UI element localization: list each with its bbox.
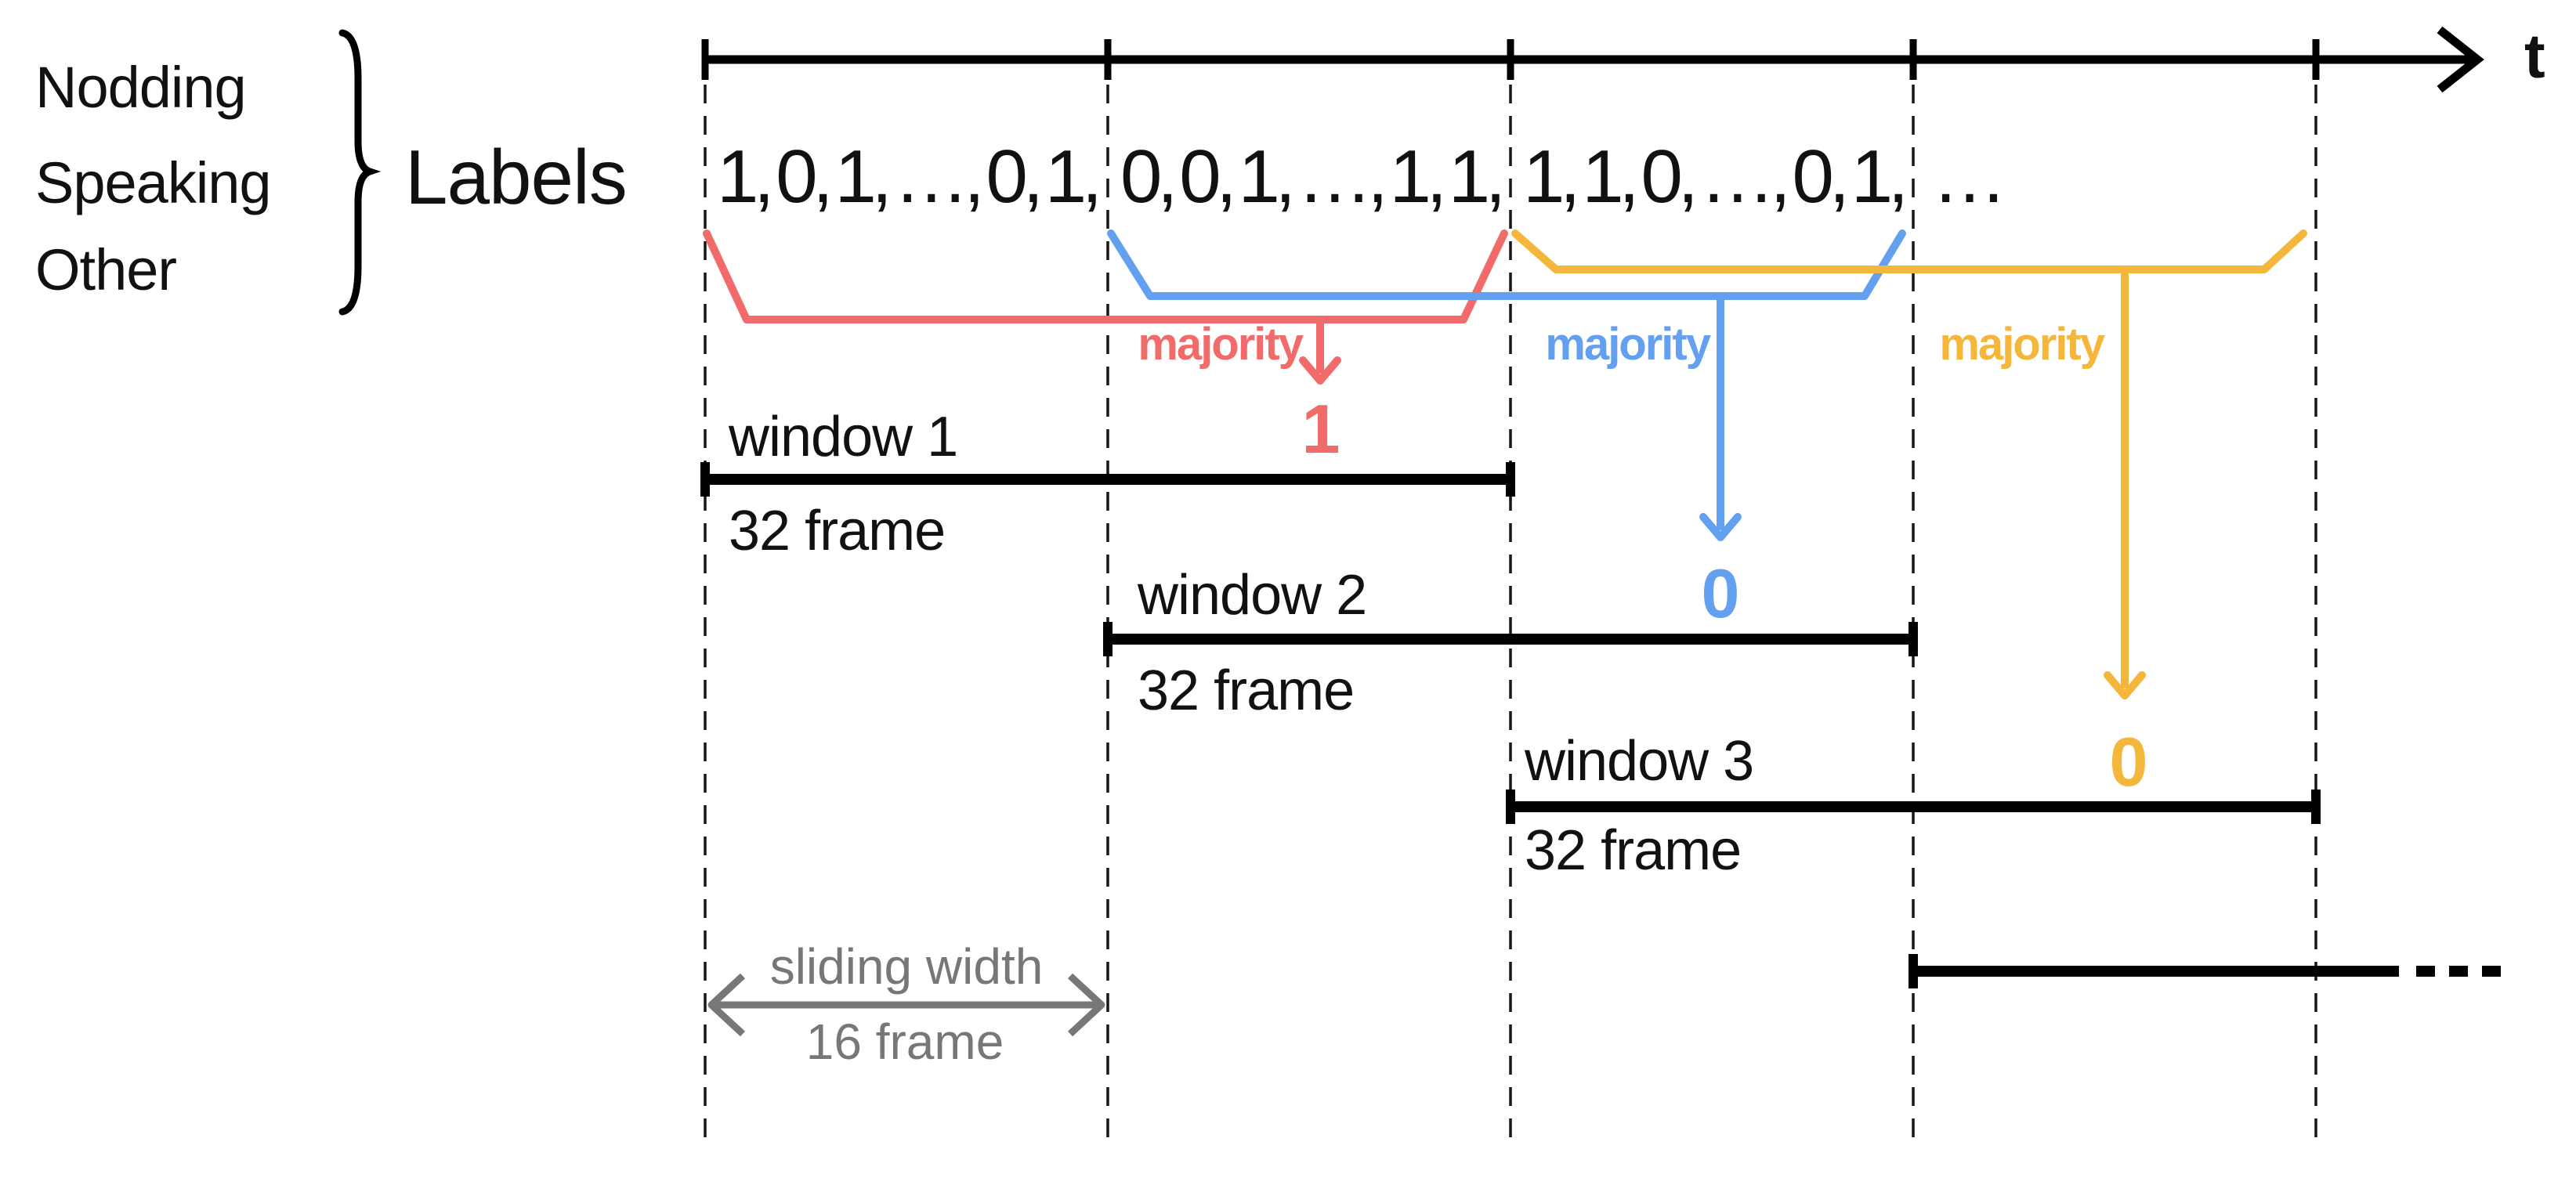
class-item-speaking: Speaking <box>35 150 272 215</box>
label-sequence-ellipsis: … <box>1932 135 2007 219</box>
sliding-width-label: sliding width <box>769 938 1044 995</box>
timeline-axis <box>701 26 2484 93</box>
red-majority-brace <box>703 229 1508 385</box>
timeline-arrowhead <box>2437 26 2484 93</box>
majority-value-red: 1 <box>1301 390 1340 468</box>
window-3-label: window 3 <box>1525 730 1754 793</box>
window-2-label: window 2 <box>1138 564 1367 627</box>
window-3-size: 32 frame <box>1525 819 1742 882</box>
window-1-bar <box>700 462 1515 497</box>
class-item-other: Other <box>35 237 177 302</box>
majority-value-blue: 0 <box>1701 555 1740 632</box>
time-axis-label: t <box>2524 21 2545 91</box>
label-sequence-segment-3: 1, 1, 0, …, 0, 1, <box>1523 135 1908 219</box>
labels-title: Labels <box>405 134 628 220</box>
label-sequence-segment-2: 0, 0, 1, …, 1, 1, <box>1120 135 1506 219</box>
labels-brace <box>338 29 382 316</box>
right-arrowhead-icon <box>1067 973 1105 1037</box>
blue-majority-brace <box>1107 229 1906 541</box>
window-4-partial-bar <box>1908 954 2515 988</box>
window-3-bar <box>1506 790 2321 824</box>
majority-label-blue: majority <box>1545 319 1711 370</box>
orange-majority-brace <box>1511 229 2307 699</box>
red-arrowhead-icon <box>1299 356 1341 385</box>
window-2-bar <box>1103 622 1918 656</box>
majority-label-orange: majority <box>1939 319 2105 370</box>
window-1-size: 32 frame <box>729 500 946 562</box>
class-item-nodding: Nodding <box>35 55 247 120</box>
blue-arrowhead-icon <box>1699 513 1742 541</box>
left-arrowhead-icon <box>707 973 746 1037</box>
majority-value-orange: 0 <box>2109 723 2148 800</box>
orange-arrowhead-icon <box>2104 671 2146 699</box>
window-2-size: 32 frame <box>1138 659 1355 722</box>
window-1-label: window 1 <box>729 406 958 468</box>
label-sequence-segment-1: 1, 0, 1, …, 0, 1, <box>717 135 1102 219</box>
majority-label-red: majority <box>1138 319 1304 370</box>
sliding-width-size: 16 frame <box>805 1014 1004 1070</box>
sliding-width-arrow <box>707 973 1105 1037</box>
